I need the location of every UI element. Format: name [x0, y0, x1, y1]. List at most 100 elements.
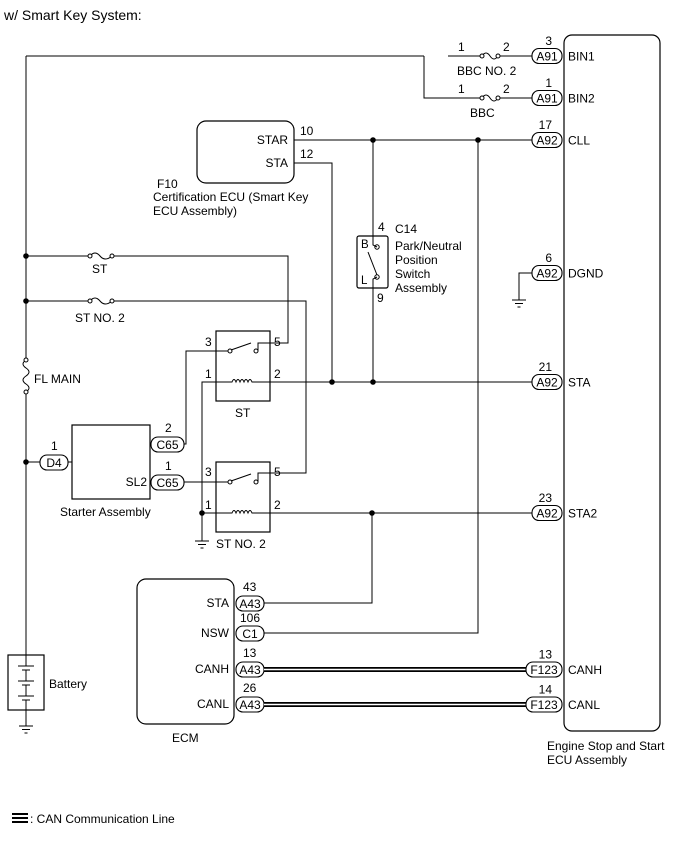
- svg-text:1: 1: [458, 40, 465, 54]
- starter-assembly-label: Starter Assembly: [60, 505, 151, 519]
- relay-st: 3 5 1 2 ST: [205, 330, 281, 420]
- page-title: w/ Smart Key System:: [3, 7, 142, 23]
- svg-text:C65: C65: [156, 476, 178, 490]
- svg-text:A43: A43: [239, 698, 261, 712]
- certification-ecu: STAR STA 10 12 F10 Certification ECU (Sm…: [153, 120, 314, 218]
- ecu-pin-number: 1: [545, 76, 552, 90]
- fuse-bbc: 1 2 BBC: [458, 82, 510, 120]
- engine-ecu-box: [563, 34, 661, 732]
- svg-text:D4: D4: [46, 456, 62, 470]
- ecu-connector-cll: [531, 131, 563, 149]
- ecu-pin-signal-sta2: STA2: [568, 507, 597, 521]
- park-neutral-switch-code: C14: [395, 222, 417, 236]
- fuse-bbc-no2-label: BBC NO. 2: [457, 64, 517, 78]
- legend: : CAN Communication Line: [12, 812, 175, 826]
- svg-text:12: 12: [300, 147, 314, 161]
- ecm-label: ECM: [172, 731, 199, 745]
- fuse-fl-main-label: FL MAIN: [34, 372, 81, 386]
- relay-st-no2-label: ST NO. 2: [216, 537, 266, 551]
- svg-text:C1: C1: [242, 627, 258, 641]
- ecu-connector-bin1: [531, 47, 563, 65]
- svg-text:2: 2: [274, 367, 281, 381]
- battery: Battery: [7, 654, 87, 726]
- ecu-connector-code: A91: [536, 50, 558, 64]
- svg-text:10: 10: [300, 124, 314, 138]
- engine-ecu-pins: A913BIN1A911BIN2A9217CLLA926DGNDA9221STA…: [525, 34, 604, 713]
- fuse-bbc-label: BBC: [470, 106, 495, 120]
- ecu-connector-code: F123: [530, 698, 558, 712]
- battery-label: Battery: [49, 677, 87, 691]
- svg-text:3: 3: [205, 335, 212, 349]
- wires: [25, 55, 532, 655]
- svg-text:9: 9: [377, 291, 384, 305]
- ecu-connector-canl: [525, 696, 563, 713]
- ecu-connector-code: A91: [536, 92, 558, 106]
- ecu-connector-code: A92: [536, 507, 558, 521]
- can-lines: [264, 667, 529, 707]
- legend-text: : CAN Communication Line: [30, 812, 175, 826]
- svg-text:1: 1: [458, 82, 465, 96]
- ecu-pin-signal-bin2: BIN2: [568, 92, 595, 106]
- svg-text:4: 4: [378, 220, 385, 234]
- ecu-pin-number: 17: [539, 118, 553, 132]
- relay-ground-icon: [195, 540, 209, 549]
- fuse-st-label: ST: [92, 262, 108, 276]
- can-line-legend-icon: [12, 813, 28, 815]
- svg-text:43: 43: [243, 580, 257, 594]
- svg-text:5: 5: [274, 465, 281, 479]
- svg-text:A43: A43: [239, 597, 261, 611]
- svg-text:2: 2: [503, 40, 510, 54]
- ecu-connector-code: A92: [536, 376, 558, 390]
- ecu-pin-number: 23: [539, 491, 553, 505]
- fuse-bbc-no2: 1 2 BBC NO. 2: [457, 40, 517, 78]
- svg-text:2: 2: [165, 421, 172, 435]
- svg-text:2: 2: [274, 498, 281, 512]
- dgnd-ground-icon: [512, 299, 526, 308]
- svg-text:STA: STA: [266, 156, 288, 170]
- fuse-st-no2-label: ST NO. 2: [75, 311, 125, 325]
- svg-text:106: 106: [240, 611, 260, 625]
- ecu-connector-code: A92: [536, 134, 558, 148]
- ecu-pin-signal-canl: CANL: [568, 698, 600, 712]
- svg-text:STA: STA: [207, 596, 229, 610]
- svg-text:1: 1: [165, 459, 172, 473]
- svg-text:L: L: [361, 275, 368, 287]
- ecu-connector-code: A92: [536, 267, 558, 281]
- ecu-pin-signal-dgnd: DGND: [568, 267, 604, 281]
- starter-terminal: SL2: [126, 475, 148, 489]
- ecm: ECM STA NSW CANH CANL A43 43 C1 106 A43 …: [136, 578, 265, 745]
- ecu-connector-code: F123: [530, 663, 558, 677]
- ecu-pin-signal-cll: CLL: [568, 134, 590, 148]
- fuse-fl-main: FL MAIN: [22, 357, 81, 395]
- ecu-pin-signal-canh: CANH: [568, 663, 602, 677]
- svg-text:NSW: NSW: [201, 626, 230, 640]
- relay-st-no2: 3 5 1 2 ST NO. 2: [205, 461, 281, 551]
- ecu-pin-signal-sta: STA: [568, 376, 590, 390]
- ecu-pin-number: 3: [545, 34, 552, 48]
- ecu-pin-number: 6: [545, 251, 552, 265]
- fuse-st-no2: ST NO. 2: [75, 297, 125, 325]
- svg-text:A43: A43: [239, 663, 261, 677]
- svg-text:STAR: STAR: [257, 133, 288, 147]
- svg-text:B: B: [361, 239, 369, 251]
- svg-text:3: 3: [205, 465, 212, 479]
- svg-text:5: 5: [274, 335, 281, 349]
- svg-text:C65: C65: [156, 438, 178, 452]
- ecu-pin-number: 13: [539, 648, 553, 662]
- ecu-connector-dgnd: [531, 264, 563, 282]
- svg-text:1: 1: [205, 498, 212, 512]
- ecu-connector-sta2: [531, 504, 563, 522]
- fuse-st: ST: [87, 252, 115, 276]
- battery-ground-icon: [19, 725, 33, 734]
- svg-text:CANL: CANL: [197, 697, 229, 711]
- ecu-pin-number: 21: [539, 360, 553, 374]
- certification-ecu-code: F10: [157, 177, 178, 191]
- svg-text:2: 2: [503, 82, 510, 96]
- svg-text:13: 13: [243, 646, 257, 660]
- svg-text:CANH: CANH: [195, 662, 229, 676]
- ecu-connector-bin2: [531, 89, 563, 107]
- svg-text:26: 26: [243, 681, 257, 695]
